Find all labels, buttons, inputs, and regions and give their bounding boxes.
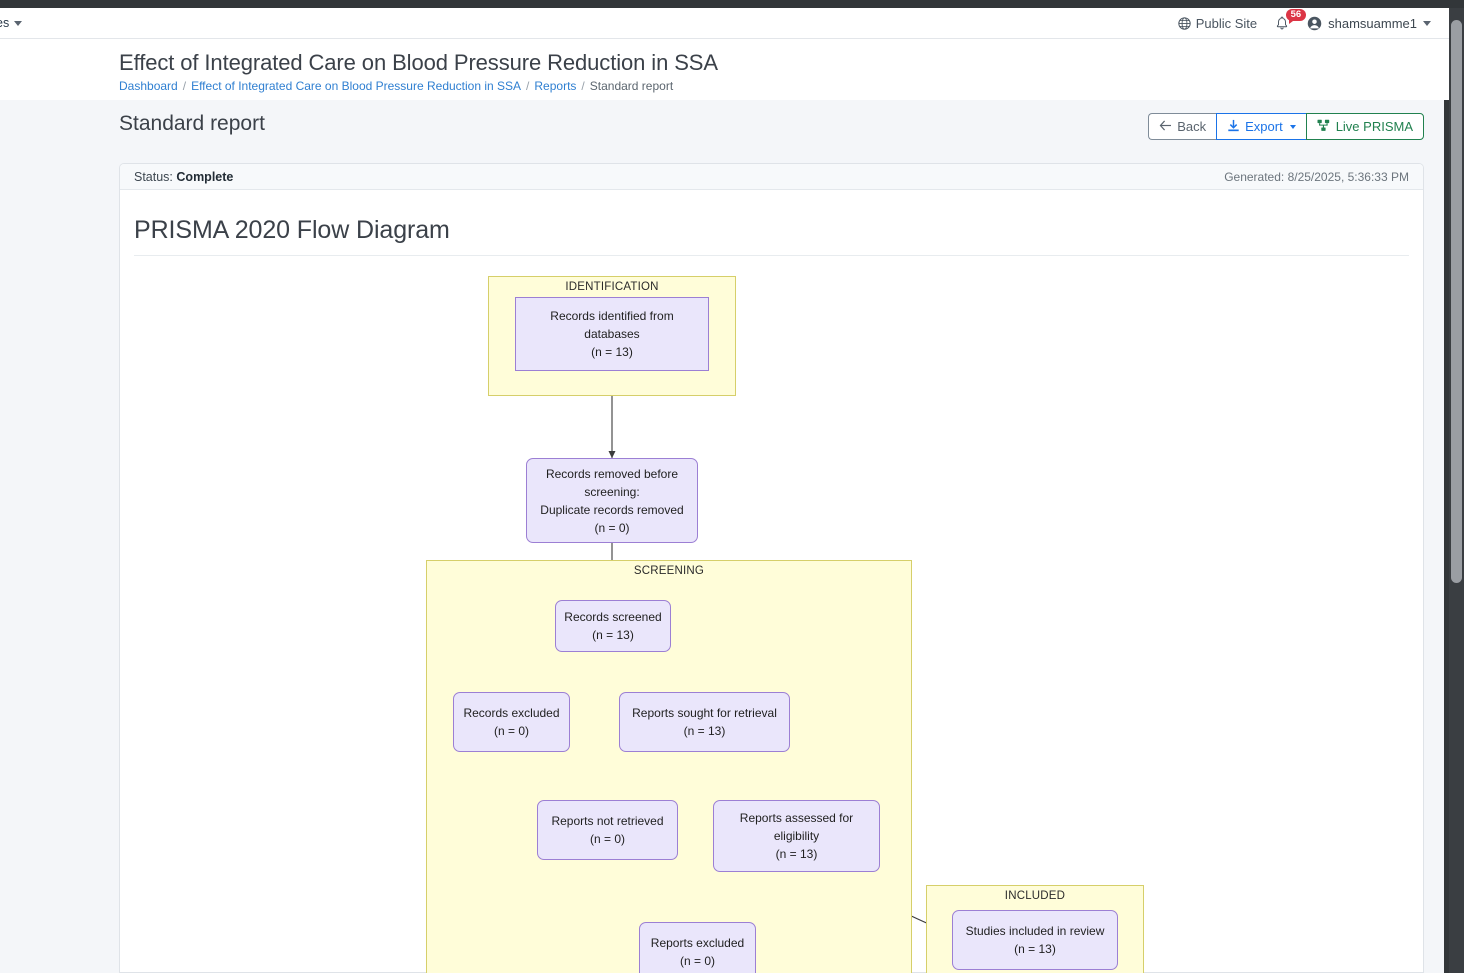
breadcrumb-separator: / xyxy=(182,79,187,93)
navbar-right: Public Site 56 xyxy=(1178,8,1449,31)
cluster-identification-label: IDENTIFICATION xyxy=(565,281,659,293)
navbar-left: es xyxy=(0,16,23,30)
node-records-removed: Records removed before screening: Duplic… xyxy=(526,458,698,543)
node-text: Reports not retrieved (n = 0) xyxy=(551,814,664,846)
report-card: Status: Complete Generated: 8/25/2025, 5… xyxy=(119,163,1424,973)
chevron-down-icon xyxy=(1289,124,1296,129)
breadcrumb-item-project[interactable]: Effect of Integrated Care on Blood Press… xyxy=(191,79,522,93)
bell-icon xyxy=(1275,16,1289,31)
nav-menu-truncated[interactable]: es xyxy=(0,16,23,30)
arrow-left-icon xyxy=(1159,119,1172,134)
report-actions-toolbar: Back Export xyxy=(1148,113,1424,140)
node-records-screened: Records screened (n = 13) xyxy=(555,600,671,652)
page-header-band xyxy=(0,39,1449,100)
scrollbar-thumb[interactable] xyxy=(1451,20,1462,583)
cluster-screening-label: SCREENING xyxy=(633,565,705,577)
node-reports-not-retrieved: Reports not retrieved (n = 0) xyxy=(537,800,678,860)
live-prisma-button-label: Live PRISMA xyxy=(1335,119,1413,134)
chevron-down-icon xyxy=(14,20,23,26)
back-button[interactable]: Back xyxy=(1148,113,1217,140)
user-icon xyxy=(1307,16,1322,31)
report-card-header: Status: Complete Generated: 8/25/2025, 5… xyxy=(120,164,1423,190)
nav-menu-truncated-label: es xyxy=(0,16,10,30)
chevron-down-icon xyxy=(1423,20,1431,26)
notification-badge: 56 xyxy=(1286,8,1306,25)
download-icon xyxy=(1227,119,1240,135)
page-right-edge xyxy=(1444,8,1449,973)
breadcrumb-separator: / xyxy=(526,79,530,93)
breadcrumb-item-dashboard[interactable]: Dashboard xyxy=(119,79,178,93)
browser-chrome-strip xyxy=(0,0,1464,8)
node-reports-sought: Reports sought for retrieval (n = 13) xyxy=(619,692,790,752)
live-prisma-button[interactable]: Live PRISMA xyxy=(1305,113,1424,140)
page-title: Effect of Integrated Care on Blood Press… xyxy=(119,50,718,75)
breadcrumb-item-reports[interactable]: Reports xyxy=(534,79,577,93)
breadcrumb: Dashboard / Effect of Integrated Care on… xyxy=(119,79,673,93)
node-text: Records screened (n = 13) xyxy=(564,610,662,642)
globe-icon xyxy=(1178,16,1191,30)
report-title: Standard report xyxy=(119,112,265,135)
diagram-title: PRISMA 2020 Flow Diagram xyxy=(134,216,1409,256)
notifications-button[interactable]: 56 xyxy=(1275,8,1306,31)
node-studies-included: Studies included in review (n = 13) xyxy=(952,910,1118,970)
node-text: Records removed before screening: Duplic… xyxy=(540,466,684,535)
node-text: Reports sought for retrieval (n = 13) xyxy=(632,706,777,738)
status-label: Status: xyxy=(134,169,173,184)
node-records-identified: Records identified from databases (n = 1… xyxy=(515,297,709,371)
export-button-label: Export xyxy=(1245,119,1283,134)
node-records-excluded: Records excluded (n = 0) xyxy=(453,692,570,752)
project-diagram-icon xyxy=(1317,119,1331,135)
node-text: Records excluded (n = 0) xyxy=(463,706,560,738)
back-button-label: Back xyxy=(1177,119,1207,134)
status-badge: Status: Complete xyxy=(134,170,233,184)
breadcrumb-separator: / xyxy=(581,79,585,93)
export-button[interactable]: Export xyxy=(1216,113,1306,140)
report-card-body: PRISMA 2020 Flow Diagram xyxy=(120,190,1423,973)
top-navbar: es Public Site xyxy=(0,8,1449,39)
generated-timestamp: Generated: 8/25/2025, 5:36:33 PM xyxy=(1224,169,1409,184)
status-value: Complete xyxy=(176,169,234,184)
node-text: Studies included in review (n = 13) xyxy=(965,924,1105,956)
node-text: Reports assessed for eligibility (n = 13… xyxy=(739,811,854,861)
node-text: Reports excluded (n = 0) xyxy=(650,936,745,968)
public-site-label: Public Site xyxy=(1195,15,1258,31)
node-reports-excluded: Reports excluded (n = 0) xyxy=(639,922,756,973)
user-menu[interactable]: shamsuamme1 xyxy=(1307,16,1431,31)
breadcrumb-item-current: Standard report xyxy=(589,79,674,93)
cluster-included-label: INCLUDED xyxy=(1004,890,1066,902)
node-reports-assessed: Reports assessed for eligibility (n = 13… xyxy=(713,800,880,872)
vertical-scrollbar[interactable] xyxy=(1449,8,1464,973)
username-label: shamsuamme1 xyxy=(1328,15,1417,31)
node-text: Records identified from databases (n = 1… xyxy=(550,309,674,359)
public-site-link[interactable]: Public Site xyxy=(1178,16,1257,31)
prisma-flow-diagram: IDENTIFICATION SCREENING INCLUDED Record… xyxy=(134,272,1411,973)
sub-header: Standard report Back xyxy=(119,112,1424,148)
